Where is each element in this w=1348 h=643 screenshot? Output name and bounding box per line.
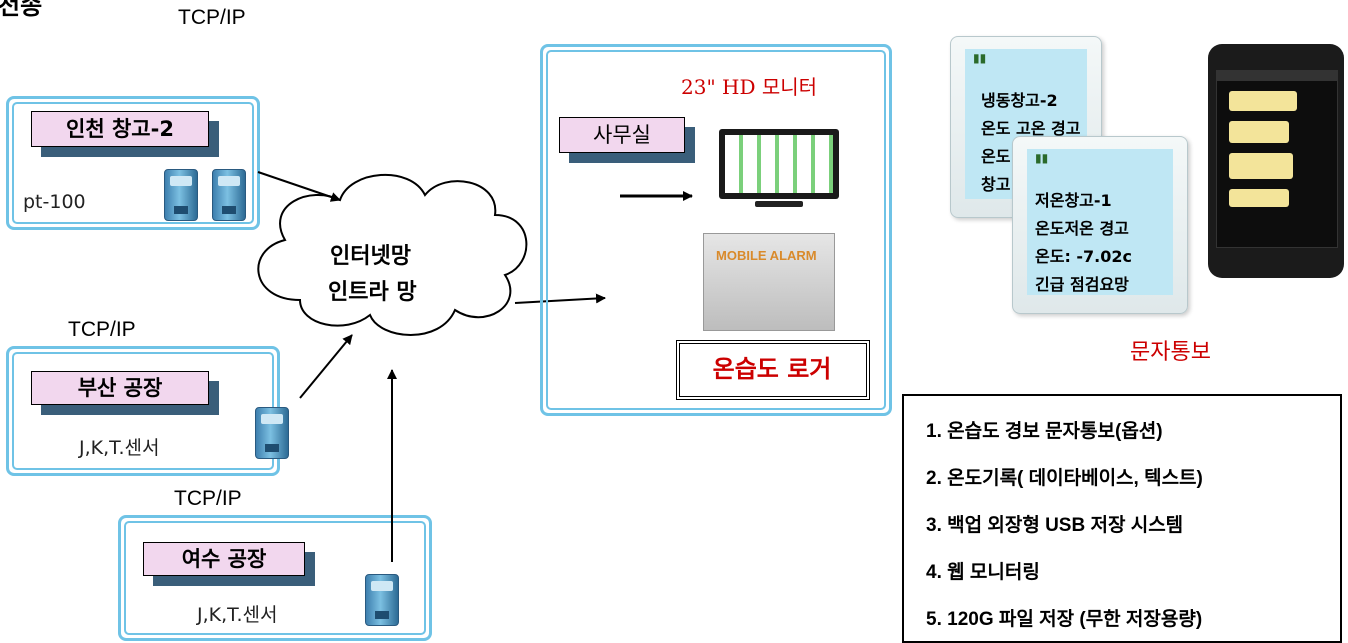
tcpip-label-yeosu: TCP/IP — [174, 487, 242, 510]
sensor-module-icon — [164, 169, 198, 221]
sensor-module-icon — [365, 574, 399, 626]
sms-phone-2: ▮▮ 저온창고-1 온도저온 경고 온도: -7.02c 긴급 점검요망 — [1012, 136, 1188, 314]
feature-item: 1. 온습도 경보 문자통보(옵션) — [926, 421, 1163, 442]
feature-item: 5. 120G 파일 저장 (무한 저장용량) — [926, 609, 1203, 630]
sms-caption: 문자통보 — [1130, 340, 1211, 365]
feature-item: 2. 온도기록( 데이타베이스, 텍스트) — [926, 468, 1203, 489]
phone2-line: 온도저온 경고 — [1035, 219, 1129, 238]
feature-item: 4. 웹 모니터링 — [926, 562, 1040, 583]
site-busan-box: 부산 공장 J,K,T.센서 — [6, 346, 289, 476]
sensor-module-icon — [212, 169, 246, 221]
site-yeosu-label: 여수 공장 — [143, 542, 305, 576]
smartphone-icon — [1208, 44, 1344, 278]
phone2-line: 긴급 점검요망 — [1035, 275, 1129, 294]
phone2-line: 온도: -7.02c — [1035, 247, 1133, 266]
signal-icon: ▮▮ — [1035, 151, 1049, 165]
arrow-incheon — [257, 171, 341, 202]
monitor-stand — [755, 201, 803, 207]
tcpip-label-incheon: TCP/IP — [178, 6, 246, 29]
phone2-line: 저온창고-1 — [1035, 191, 1112, 210]
feature-item: 3. 백업 외장형 USB 저장 시스템 — [926, 515, 1184, 536]
monitor-icon — [719, 129, 839, 199]
phone1-line: 냉동창고-2 — [981, 91, 1058, 110]
logger-label-box — [679, 343, 867, 397]
arrow-cloud-office — [514, 293, 606, 304]
logger-label: 온습도 로거 — [712, 355, 832, 383]
site-busan-label: 부산 공장 — [31, 371, 209, 405]
cloud-label-line1: 인터넷망 — [330, 244, 411, 269]
mobile-alarm-device-label: MOBILE ALARM — [716, 248, 817, 263]
arrow-busan — [299, 334, 353, 399]
mobile-alarm-device: MOBILE ALARM — [703, 233, 835, 331]
cloud-shape — [257, 174, 528, 336]
signal-icon: ▮▮ — [973, 51, 987, 65]
sensor-module-icon — [255, 407, 289, 459]
office-box: 23" HD 모니터 사무실 MOBILE ALARM 온습도 로거 — [540, 44, 892, 416]
tcpip-label-busan: TCP/IP — [68, 318, 136, 341]
monitor-label: 23" HD 모니터 — [681, 75, 818, 99]
phone1-line: 창고 — [981, 175, 1011, 194]
site-incheon-box: 인천 창고-2 pt-100 — [6, 96, 260, 230]
cloud-label-line2: 인트라 망 — [328, 280, 417, 305]
top-fragment: 전송 — [0, 0, 43, 20]
features-box: 1. 온습도 경보 문자통보(옵션) 2. 온도기록( 데이타베이스, 텍스트)… — [902, 394, 1342, 643]
site-yeosu-box: 여수 공장 J,K,T.센서 — [118, 515, 432, 641]
site-incheon-label: 인천 창고-2 — [31, 111, 209, 147]
phone1-line: 온도 고온 경고 — [981, 119, 1081, 138]
phone1-line: 온도 — [981, 147, 1011, 166]
office-label: 사무실 — [559, 117, 685, 153]
